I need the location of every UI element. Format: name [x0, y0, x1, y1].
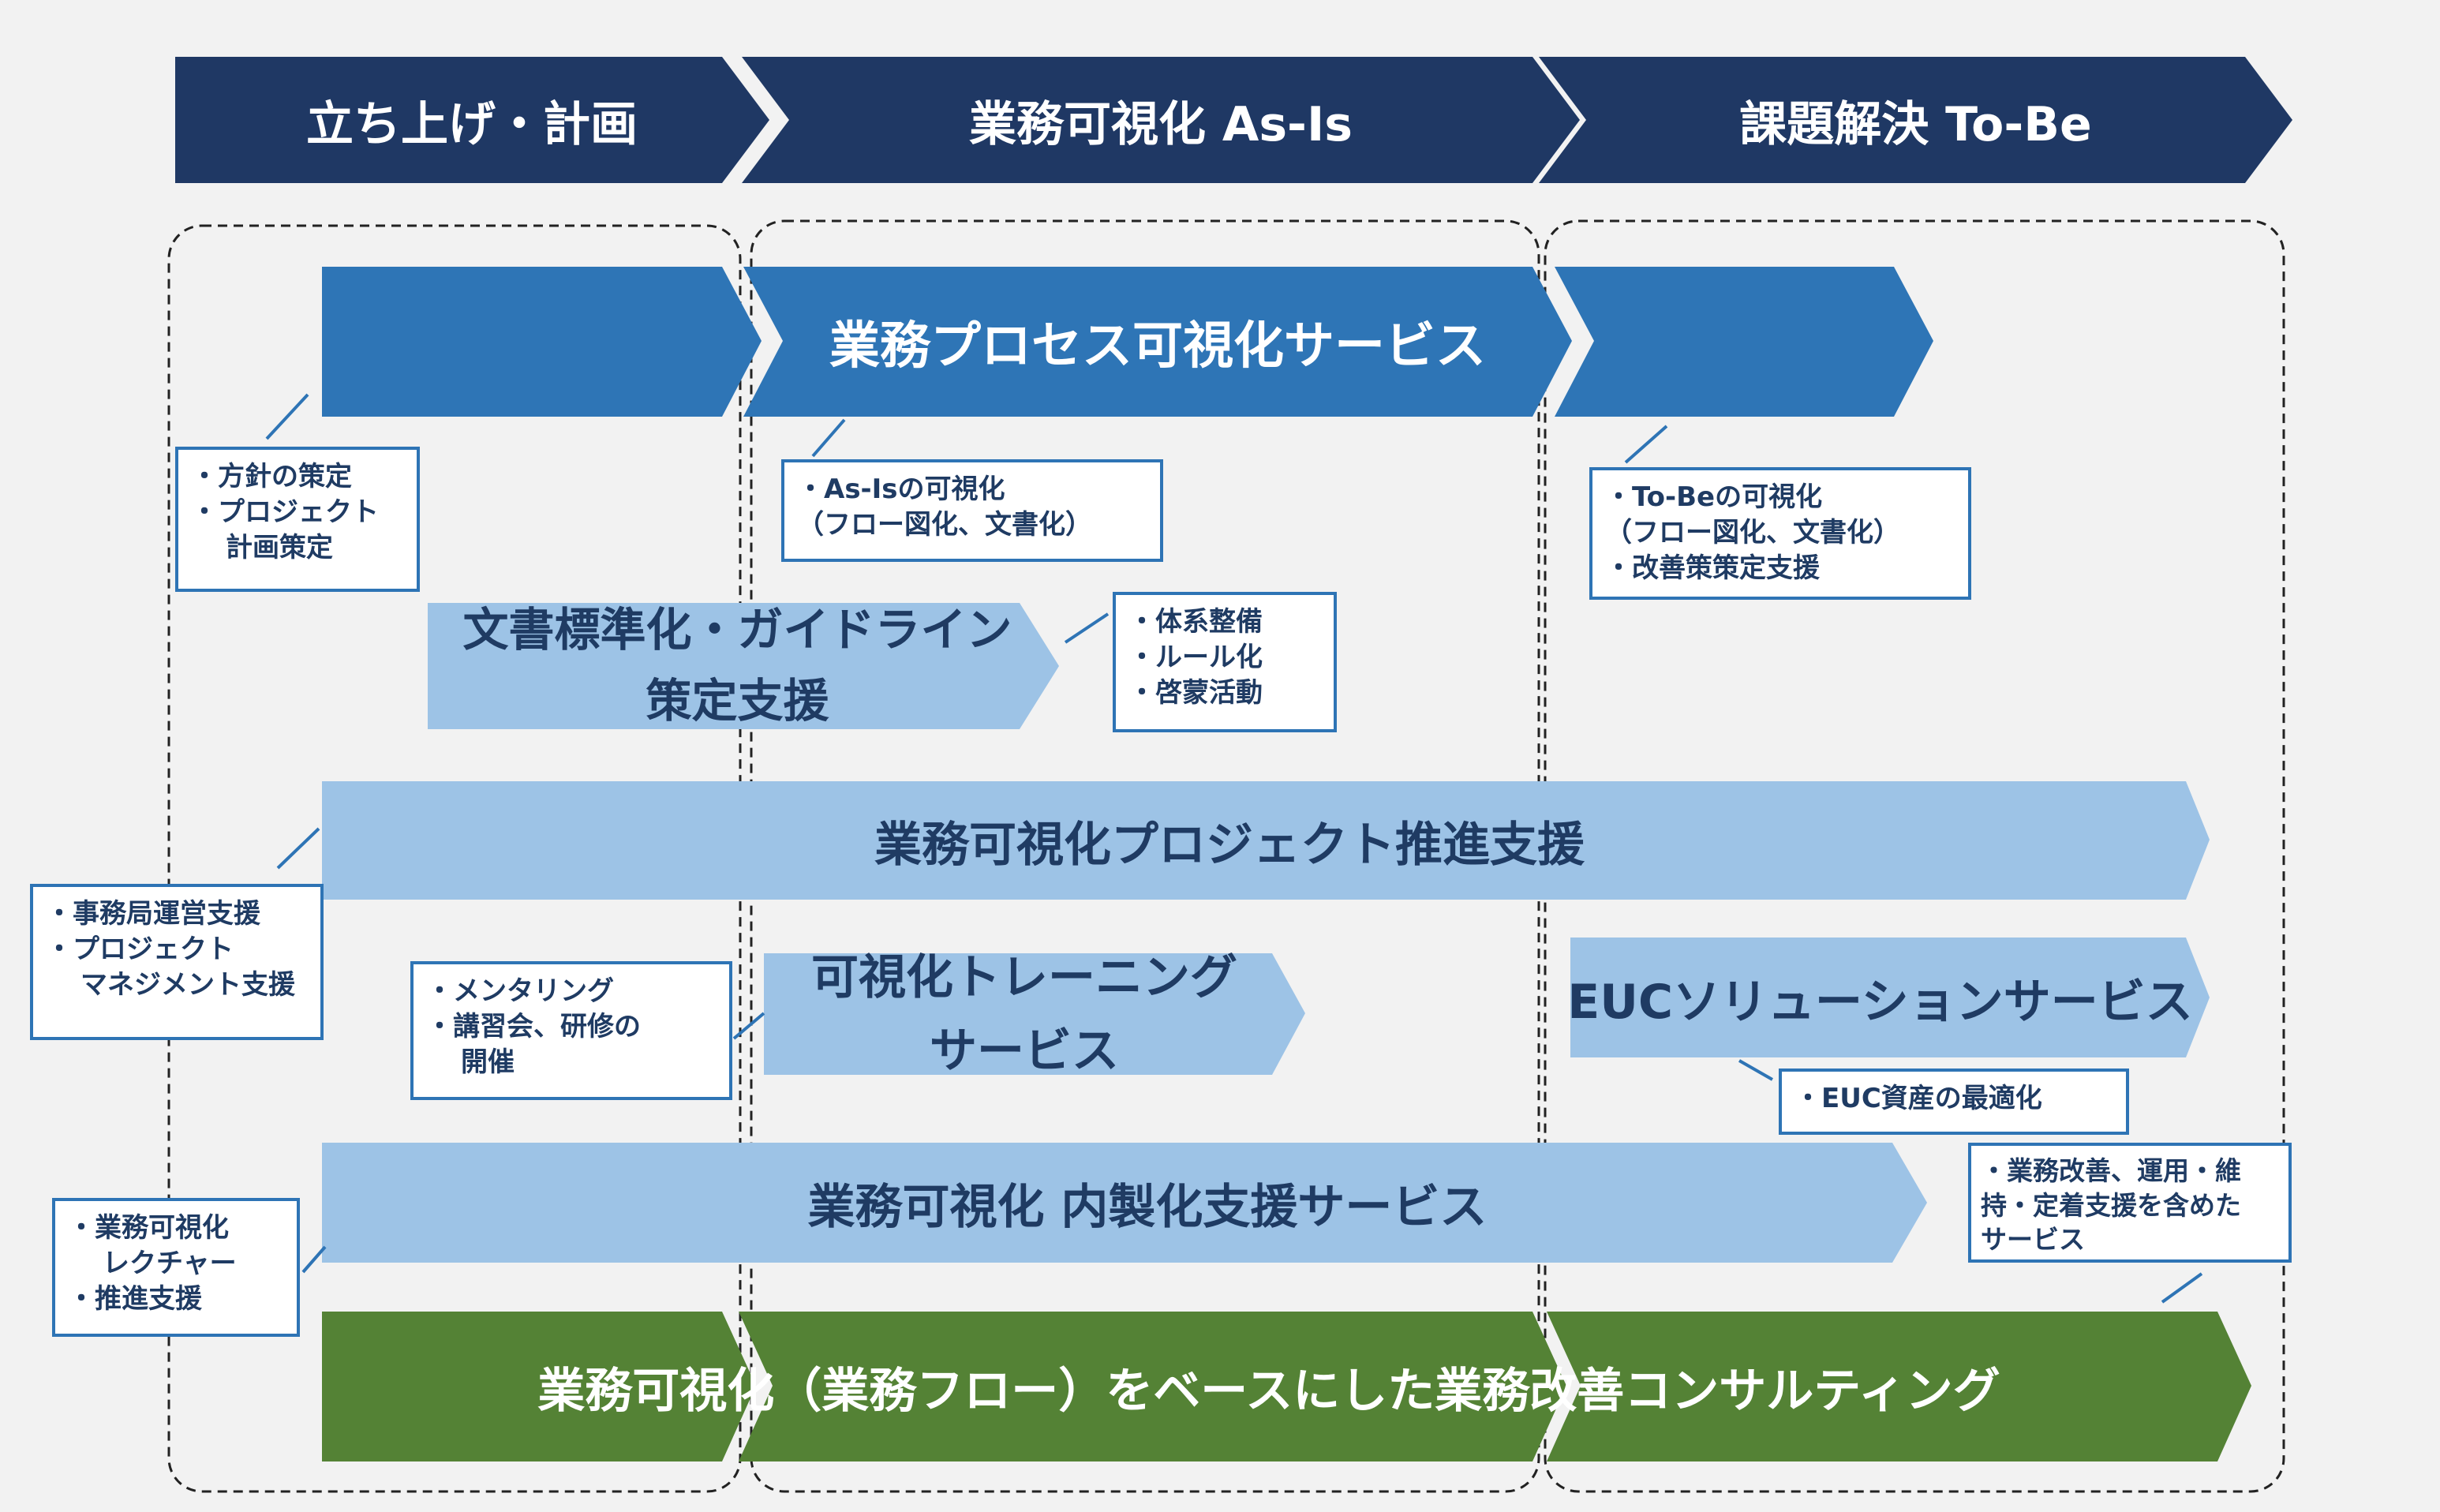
callout-pmo: ・事務局運営支援 ・プロジェクト マネジメント支援: [30, 884, 324, 1040]
training-line-1: 可視化トレーニング: [811, 950, 1237, 1005]
training-arrow: [764, 953, 1305, 1075]
callout-tobe-line-3: ・改善策策定支援: [1605, 552, 1820, 584]
project-promotion-label: 業務可視化プロジェクト推進支援: [874, 817, 1585, 873]
callout-maintenance-line-2: 持・定着支援を含めた: [1981, 1189, 2241, 1221]
callout-planning-line-1: ・方針の策定: [191, 461, 352, 492]
callout-euc: ・EUC資産の最適化: [1779, 1069, 2129, 1135]
training-line-2: サービス: [930, 1024, 1119, 1079]
callout-planning: ・方針の策定 ・プロジェクト 計画策定: [175, 447, 420, 592]
training-label: 可視化トレーニング サービス: [764, 944, 1285, 1086]
process-arrow-asis: [743, 267, 1572, 417]
callout-tobe-line-2: （フロー図化、文書化）: [1605, 516, 1900, 548]
callout-asis-line-1: ・As-Isの可視化: [797, 473, 1005, 505]
callout-euc-line-1: ・EUC資産の最適化: [1794, 1083, 2042, 1114]
callout-pmo-line-2: ・プロジェクト: [46, 933, 234, 965]
phase-label-tobe: 課題解決 To-Be: [1739, 96, 2092, 152]
phase-label-asis: 業務可視化 As-Is: [969, 96, 1353, 152]
callout-mentoring-line-3: 開催: [461, 1046, 515, 1078]
callout-connectors: [265, 393, 2203, 1304]
insourcing-arrow: [322, 1143, 1927, 1263]
process-visualization-label: 業務プロセス可視化サービス: [829, 317, 1486, 376]
callout-mentoring: ・メンタリング ・講習会、研修の 開催: [410, 961, 732, 1100]
callout-planning-line-2: ・プロジェクト: [191, 496, 379, 528]
callout-pmo-line-1: ・事務局運営支援: [46, 898, 260, 930]
callout-mentoring-line-1: ・メンタリング: [426, 975, 614, 1007]
callout-asis: ・As-Isの可視化 （フロー図化、文書化）: [781, 459, 1163, 562]
callout-maintenance-line-3: サービス: [1981, 1224, 2085, 1256]
callout-planning-line-3: 計画策定: [226, 531, 333, 563]
callout-rules-line-1: ・体系整備: [1128, 606, 1263, 638]
callout-asis-line-2: （フロー図化、文書化）: [797, 508, 1092, 541]
doc-standardization-line-1: 文書標準化・ガイドライン: [462, 603, 1012, 657]
callout-maintenance: ・業務改善、運用・維 持・定着支援を含めた サービス: [1968, 1143, 2292, 1263]
callout-lecture: ・業務可視化 レクチャー ・推進支援: [52, 1198, 300, 1337]
callout-tobe-line-1: ・To-Beの可視化: [1605, 481, 1823, 513]
process-arrow-planning: [322, 267, 762, 417]
consulting-arrow-planning: [322, 1312, 756, 1461]
consulting-arrow-tobe: [1547, 1312, 2251, 1461]
callout-lecture-line-3: ・推進支援: [68, 1282, 202, 1315]
doc-standardization-line-2: 策定支援: [646, 674, 829, 728]
phase-label-planning: 立ち上げ・計画: [306, 96, 638, 152]
callout-maintenance-line-1: ・業務改善、運用・維: [1981, 1155, 2241, 1186]
doc-standardization-arrow: [428, 603, 1059, 729]
consulting-arrow-asis: [739, 1312, 1566, 1461]
callout-mentoring-line-2: ・講習会、研修の: [426, 1010, 641, 1042]
callout-rules-line-2: ・ルール化: [1128, 641, 1263, 673]
project-promotion-arrow: [322, 781, 2210, 900]
callout-lecture-line-1: ・業務可視化: [68, 1212, 229, 1244]
callout-tobe: ・To-Beの可視化 （フロー図化、文書化） ・改善策策定支援: [1589, 467, 1971, 600]
phase-arrow-tobe: [1539, 57, 2292, 183]
callout-lecture-line-2: レクチャー: [103, 1247, 237, 1279]
phase-arrow-planning: [175, 57, 769, 183]
callout-rules-line-3: ・啓蒙活動: [1128, 676, 1263, 709]
process-arrow-tobe: [1555, 267, 1933, 417]
phase-arrow-asis: [742, 57, 1580, 183]
euc-arrow: [1570, 938, 2210, 1057]
doc-standardization-label: 文書標準化・ガイドライン 策定支援: [428, 603, 1047, 729]
callout-rules: ・体系整備 ・ルール化 ・啓蒙活動: [1113, 592, 1337, 732]
callout-pmo-line-3: マネジメント支援: [80, 968, 295, 1001]
consulting-label: 業務可視化（業務フロー）をベースにした業務改善コンサルティング: [537, 1363, 2000, 1419]
insourcing-label: 業務可視化 内製化支援サービス: [807, 1179, 1488, 1235]
euc-solution-label: EUCソリューションサービス: [1567, 974, 2193, 1030]
